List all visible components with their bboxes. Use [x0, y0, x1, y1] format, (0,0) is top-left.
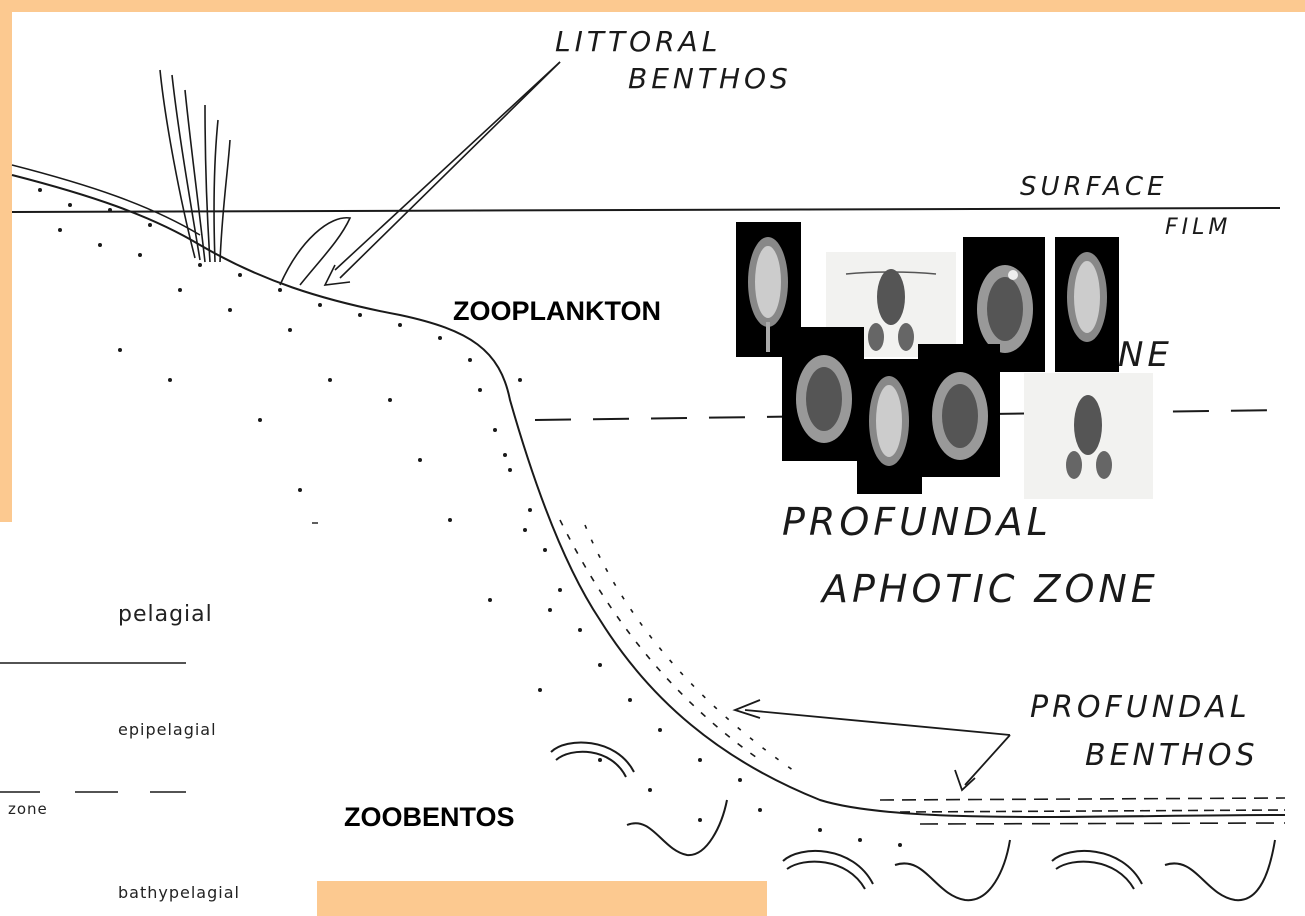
label-zooplankton: ZOOPLANKTON [453, 296, 661, 327]
rotifer-image-3 [857, 359, 922, 494]
frame-bottom-bar [317, 881, 767, 916]
daphnia-image-2 [782, 327, 864, 461]
label-zone-fragment: NE [1118, 335, 1173, 375]
larva-image-6 [1160, 835, 1290, 910]
label-bathypelagial: bathypelagial [118, 883, 240, 902]
surface-film-line [12, 208, 1280, 212]
label-pelagial: pelagial [118, 602, 213, 627]
label-epipelagial: epipelagial [118, 720, 217, 739]
larva-image-4 [890, 835, 1030, 910]
label-surface: SURFACE [1020, 172, 1167, 202]
label-littoral-benthos-2: BENTHOS [628, 62, 792, 95]
larva-image-5 [1044, 839, 1154, 897]
rotifer-image-2 [1055, 237, 1119, 372]
larva-image-2 [622, 795, 744, 865]
label-aphotic-zone: APHOTIC ZONE [822, 567, 1159, 611]
larva-image-1 [546, 732, 646, 784]
label-profundal: PROFUNDAL [782, 500, 1052, 544]
label-profundal-benthos-2: BENTHOS [1085, 738, 1259, 773]
label-zone-partial: zone [8, 800, 48, 818]
label-film: FILM [1165, 215, 1231, 240]
larva-image-3 [775, 839, 885, 897]
label-profundal-benthos-1: PROFUNDAL [1030, 690, 1251, 725]
label-littoral-benthos-1: LITTORAL [555, 25, 721, 58]
label-zoobentos: ZOOBENTOS [344, 802, 515, 833]
daphnia-image-3 [918, 344, 1000, 477]
copepod-image-2 [1024, 373, 1153, 499]
